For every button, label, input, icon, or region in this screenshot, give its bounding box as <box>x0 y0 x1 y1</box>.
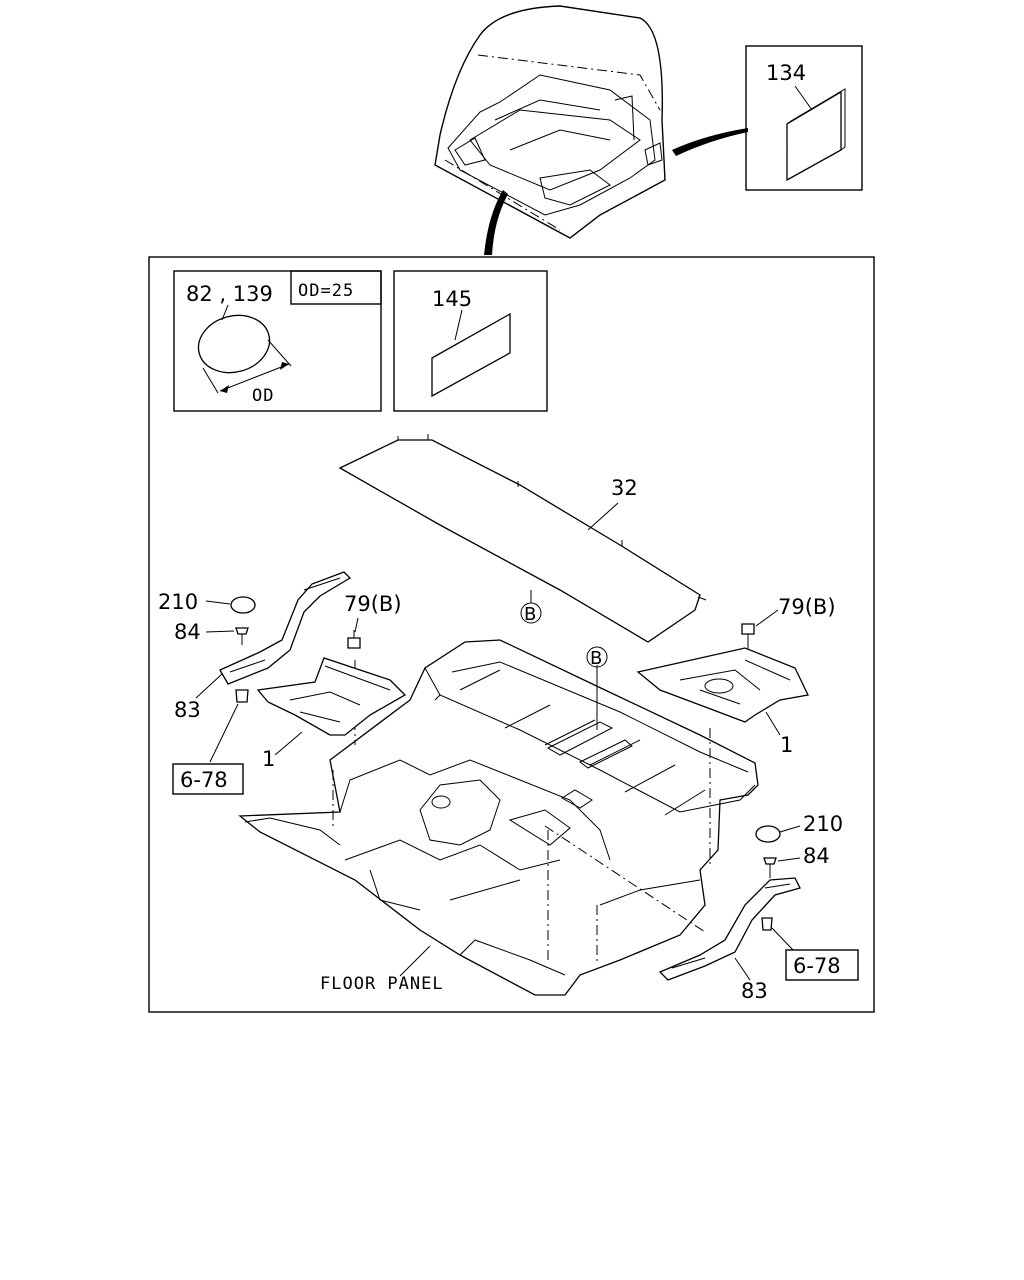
label-84-left: 84 <box>174 620 201 644</box>
label-83-left: 83 <box>174 698 201 722</box>
label-82-139: 82 , 139 <box>186 282 273 306</box>
label-1-left: 1 <box>262 747 275 771</box>
label-134: 134 <box>766 61 806 85</box>
marker-b-1: B <box>524 604 536 625</box>
label-od: OD <box>252 386 274 406</box>
ref-6-78-left: 6-78 <box>180 768 228 792</box>
callout-box-145: 145 <box>393 270 548 412</box>
label-32: 32 <box>611 476 638 500</box>
label-79b-left: 79(B) <box>344 592 402 616</box>
right-parts: 79(B) 1 210 84 83 6-78 <box>636 595 859 1003</box>
label-210-right: 210 <box>803 812 843 836</box>
label-floor-panel: FLOOR PANEL <box>320 974 444 994</box>
main-frame <box>148 256 875 1013</box>
marker-b-2: B <box>590 648 602 669</box>
ref-6-78-right: 6-78 <box>793 954 841 978</box>
left-parts: 210 84 83 6-78 79(B) 1 <box>158 571 407 795</box>
label-84-right: 84 <box>803 844 830 868</box>
leader-cab-to-main <box>484 190 508 255</box>
label-210-left: 210 <box>158 590 198 614</box>
part-32-panel: 32 B <box>338 434 707 643</box>
label-79b-right: 79(B) <box>778 595 836 619</box>
label-od-25: OD=25 <box>298 281 354 301</box>
leader-cab-to-134 <box>672 128 748 156</box>
label-1-right: 1 <box>780 733 793 757</box>
floor-panel: FLOOR PANEL B <box>238 639 759 996</box>
label-83-right: 83 <box>741 979 768 1003</box>
label-145: 145 <box>432 287 472 311</box>
cab-overview <box>434 5 666 239</box>
callout-box-82-139: OD=25 82 , 139 OD <box>173 270 382 412</box>
callout-box-134: 134 <box>745 45 863 191</box>
